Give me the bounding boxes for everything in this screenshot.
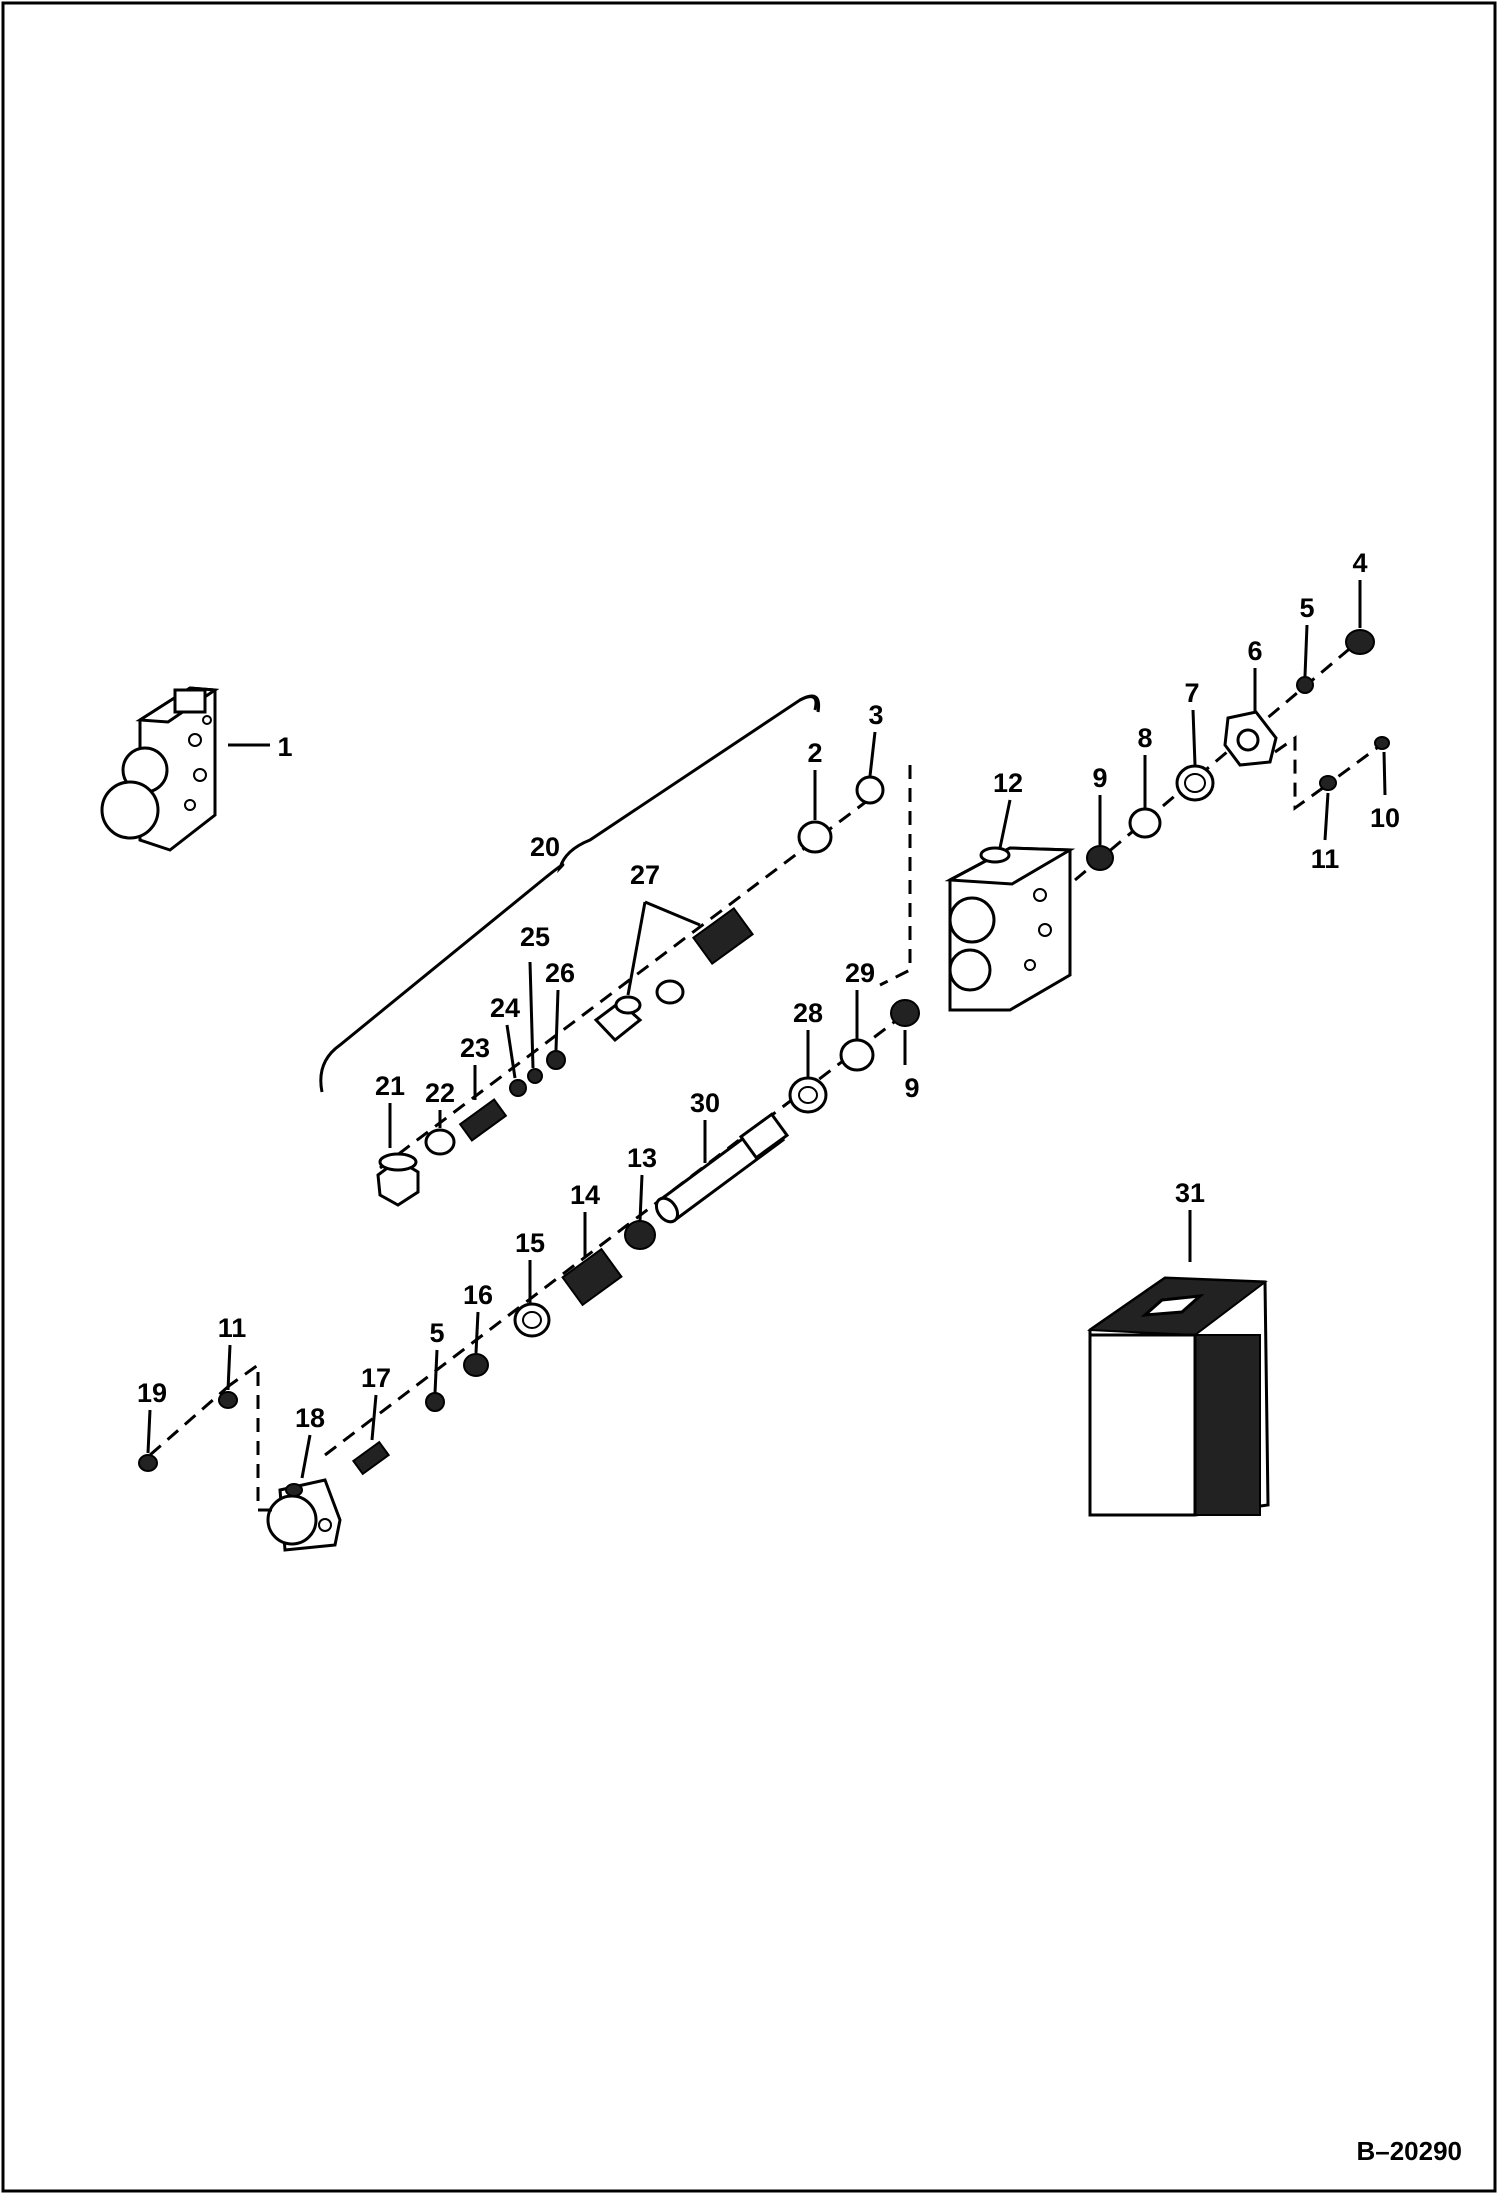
- ring-22: [424, 1128, 456, 1156]
- callout-5b: 5: [429, 1318, 444, 1348]
- callout-28: 28: [793, 998, 823, 1028]
- callout-30: 30: [690, 1088, 720, 1118]
- end-cap-6: [1223, 710, 1278, 767]
- axis-upper: [379, 793, 876, 1170]
- axis-lower: [324, 1008, 911, 1457]
- dashed-6-to-11: [1274, 735, 1321, 811]
- bolt-10: [1374, 736, 1390, 750]
- oring-2: [797, 820, 833, 854]
- valve-body-12: [944, 846, 1076, 1012]
- callout-15: 15: [515, 1228, 545, 1258]
- callout-9b: 9: [904, 1073, 919, 1103]
- callout-1: 1: [277, 732, 292, 762]
- callout-20: 20: [530, 832, 560, 862]
- washer-7: [1175, 764, 1215, 802]
- callout-labels: 1 2 3 4 5 6 7 8 9 10 11 12 20 27 25 26 2…: [137, 548, 1400, 1433]
- poppet: [593, 995, 643, 1043]
- callout-19: 19: [137, 1378, 167, 1408]
- spool-30: [654, 1112, 790, 1224]
- seal-kit-box-31: [1087, 1276, 1270, 1517]
- washer-11b: [218, 1391, 238, 1409]
- callout-11b: 11: [218, 1313, 247, 1343]
- callout-23: 23: [460, 1033, 490, 1063]
- seal-25: [527, 1068, 543, 1084]
- screw-17: [351, 1440, 391, 1476]
- washer-16: [463, 1353, 489, 1377]
- spring-27b: [691, 906, 755, 966]
- callout-7: 7: [1184, 678, 1199, 708]
- callout-2: 2: [807, 738, 822, 768]
- dashed-18-to-11: [229, 1362, 272, 1512]
- dashed-3-to-12: [879, 765, 912, 987]
- seal-9b: [890, 999, 920, 1027]
- seal-5a: [1296, 676, 1314, 694]
- callout-25: 25: [520, 922, 550, 952]
- callout-11a: 11: [1311, 844, 1340, 874]
- relief-plug-21: [376, 1152, 420, 1207]
- plug-3: [855, 775, 885, 805]
- callout-22: 22: [425, 1078, 455, 1108]
- ring-29: [839, 1038, 875, 1072]
- ring-8: [1128, 807, 1162, 839]
- seal-13: [624, 1220, 656, 1250]
- washer-28: [788, 1076, 828, 1114]
- callout-21: 21: [375, 1071, 405, 1101]
- leader-lines: [146, 580, 1387, 1479]
- callout-16: 16: [463, 1280, 493, 1310]
- callout-10: 10: [1370, 803, 1400, 833]
- callout-14: 14: [570, 1180, 600, 1210]
- retainer-15: [513, 1302, 551, 1338]
- bolt-19: [138, 1454, 158, 1472]
- callout-5a: 5: [1299, 593, 1314, 623]
- callout-9a: 9: [1092, 763, 1107, 793]
- ring-27a: [655, 979, 685, 1005]
- callout-24: 24: [490, 993, 520, 1023]
- seal-24: [509, 1079, 527, 1097]
- seal-5b: [425, 1392, 445, 1412]
- end-cap-18: [266, 1478, 342, 1552]
- callout-13: 13: [627, 1143, 657, 1173]
- callout-27: 27: [630, 860, 660, 890]
- callout-6: 6: [1247, 636, 1262, 666]
- callout-18: 18: [295, 1403, 325, 1433]
- seal-26: [546, 1050, 566, 1070]
- spring-14: [561, 1247, 623, 1307]
- drawing-code: B–20290: [1356, 2136, 1462, 2166]
- valve-section-assembly: [100, 686, 220, 852]
- seal-9a: [1086, 845, 1114, 871]
- callout-3: 3: [868, 700, 883, 730]
- washer-11a: [1319, 775, 1337, 791]
- callout-26: 26: [545, 958, 575, 988]
- callout-17: 17: [361, 1363, 391, 1393]
- callout-29: 29: [845, 958, 875, 988]
- callout-12: 12: [993, 768, 1023, 798]
- callout-31: 31: [1175, 1178, 1205, 1208]
- callout-4: 4: [1352, 548, 1367, 578]
- callout-8: 8: [1137, 723, 1152, 753]
- bracket-20: [319, 695, 818, 1093]
- axis-right: [1074, 638, 1361, 882]
- spring-23: [458, 1098, 508, 1142]
- plug-4: [1345, 629, 1375, 655]
